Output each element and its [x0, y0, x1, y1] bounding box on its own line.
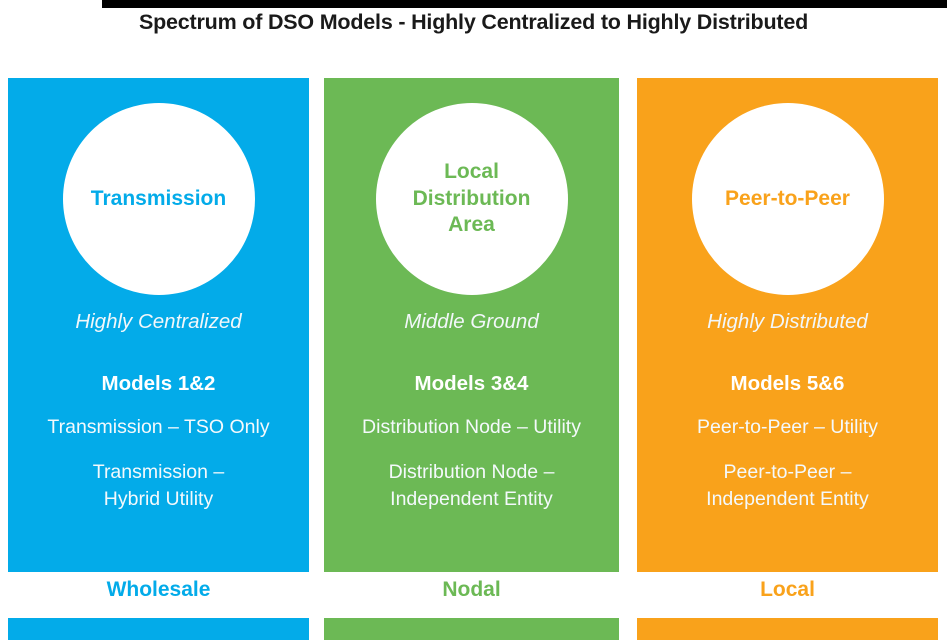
- circle-label-line: Distribution: [412, 186, 531, 210]
- list-item: Transmission – Hybrid Utility: [8, 459, 309, 514]
- models-heading-nodal: Models 3&4: [414, 372, 529, 395]
- list-item-line: Distribution Node –: [388, 460, 555, 483]
- circle-nodal: Local Distribution Area: [375, 103, 568, 295]
- footer-bar-local: [637, 618, 938, 640]
- column-nodal: Local Distribution Area Middle Ground Mo…: [324, 78, 619, 640]
- circle-local: Peer-to-Peer: [691, 103, 884, 295]
- dso-spectrum-columns: Transmission Highly Centralized Models 1…: [0, 78, 947, 640]
- circle-wholesale: Transmission: [62, 103, 255, 295]
- list-item-line: Peer-to-Peer –: [723, 460, 852, 483]
- models-heading-wholesale: Models 1&2: [101, 372, 216, 395]
- items-wholesale: Transmission – TSO Only Transmission – H…: [8, 414, 309, 531]
- models-heading-local: Models 5&6: [730, 372, 845, 395]
- list-item: Peer-to-Peer – Independent Entity: [637, 459, 938, 514]
- items-local: Peer-to-Peer – Utility Peer-to-Peer – In…: [637, 414, 938, 531]
- circle-label-local: Peer-to-Peer: [725, 186, 850, 210]
- list-item: Transmission – TSO Only: [47, 416, 270, 438]
- circle-label-line: Area: [448, 213, 495, 237]
- panel-wholesale: Transmission Highly Centralized Models 1…: [8, 78, 309, 572]
- subtitle-nodal: Middle Ground: [404, 310, 539, 333]
- circle-label-wholesale: Transmission: [90, 186, 227, 210]
- items-nodal: Distribution Node – Utility Distribution…: [324, 414, 619, 531]
- caption-nodal: Nodal: [442, 578, 501, 601]
- footer-bar-wholesale: [8, 618, 309, 640]
- subtitle-local: Highly Distributed: [707, 310, 868, 333]
- page-title: Spectrum of DSO Models - Highly Centrali…: [138, 10, 809, 34]
- panel-local: Peer-to-Peer Highly Distributed Models 5…: [637, 78, 938, 572]
- list-item-line: Hybrid Utility: [103, 488, 214, 511]
- list-item: Distribution Node – Independent Entity: [324, 459, 619, 514]
- column-wholesale: Transmission Highly Centralized Models 1…: [8, 78, 309, 640]
- list-item-line: Independent Entity: [706, 488, 869, 511]
- top-black-rule: [102, 0, 947, 8]
- column-local: Peer-to-Peer Highly Distributed Models 5…: [637, 78, 938, 640]
- panel-nodal: Local Distribution Area Middle Ground Mo…: [324, 78, 619, 572]
- caption-local: Local: [760, 578, 815, 601]
- list-item-line: Independent Entity: [390, 488, 553, 511]
- list-item-line: Transmission –: [92, 460, 225, 483]
- circle-label-line: Local: [444, 159, 499, 183]
- circle-label-nodal: Local Distribution Area: [405, 159, 539, 240]
- caption-wholesale: Wholesale: [106, 578, 211, 601]
- subtitle-wholesale: Highly Centralized: [75, 310, 242, 333]
- footer-bar-nodal: [324, 618, 619, 640]
- list-item: Peer-to-Peer – Utility: [697, 416, 878, 438]
- list-item: Distribution Node – Utility: [362, 416, 581, 438]
